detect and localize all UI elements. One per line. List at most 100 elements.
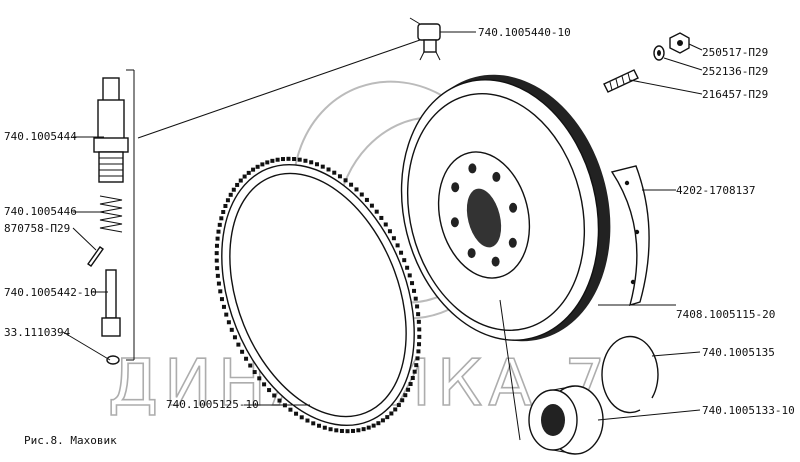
gear-tooth xyxy=(305,418,310,423)
gear-tooth xyxy=(311,421,316,426)
label-washer: 252136-П29 xyxy=(702,65,768,78)
label-sensor: 740.1005440-10 xyxy=(478,26,571,39)
gear-tooth xyxy=(255,164,260,169)
gear-tooth xyxy=(416,349,421,354)
gear-tooth xyxy=(251,167,256,172)
gear-tooth xyxy=(231,187,236,192)
gear-tooth xyxy=(415,304,420,309)
gear-tooth xyxy=(395,243,400,248)
gear-tooth xyxy=(334,428,339,433)
gear-tooth xyxy=(297,157,302,162)
gear-tooth xyxy=(292,157,297,162)
gear-tooth xyxy=(221,210,226,215)
snap-ring xyxy=(601,335,659,414)
gear-tooth xyxy=(246,170,251,175)
gear-tooth xyxy=(225,198,230,203)
gear-tooth xyxy=(214,243,219,248)
gear-tooth xyxy=(405,265,410,270)
gear-tooth xyxy=(214,251,219,256)
gear-tooth xyxy=(270,158,275,163)
bearing xyxy=(528,385,604,455)
gear-tooth xyxy=(402,258,407,263)
gear-tooth xyxy=(396,403,401,408)
gear-tooth xyxy=(219,216,224,221)
gear-tooth xyxy=(417,327,422,332)
gear-tooth xyxy=(410,375,415,380)
ring-gear xyxy=(214,156,422,434)
gear-tooth xyxy=(240,349,245,354)
gear-tooth xyxy=(223,203,228,208)
gear-tooth xyxy=(244,356,249,361)
label-flywheel: 7408.1005115-20 xyxy=(676,308,775,321)
leader-lines xyxy=(62,31,703,441)
bolt-hole xyxy=(468,163,477,174)
label-rod: 740.1005442-10 xyxy=(4,286,97,299)
label-pin: 870758-П29 xyxy=(4,222,70,235)
gear-tooth xyxy=(400,398,405,403)
gear-tooth xyxy=(265,160,270,165)
gear-tooth xyxy=(226,320,231,325)
gear-tooth xyxy=(248,363,253,368)
gear-tooth xyxy=(322,425,327,430)
gear-tooth xyxy=(416,319,421,324)
gear-tooth xyxy=(309,160,314,165)
label-segment: 4202-1708137 xyxy=(676,184,755,197)
gear-tooth xyxy=(417,334,422,339)
gear-tooth xyxy=(371,423,376,428)
gear-tooth xyxy=(217,222,222,227)
label-snap-ring: 740.1005135 xyxy=(702,346,775,359)
gear-tooth xyxy=(407,273,412,278)
gear-tooth xyxy=(216,281,221,286)
label-ring-gear: 740.1005125-10 xyxy=(166,398,259,411)
gear-tooth xyxy=(257,376,262,381)
gear-tooth xyxy=(236,342,241,347)
gear-tooth xyxy=(349,182,354,187)
gear-tooth xyxy=(320,164,325,169)
label-spring: 740.1005446 xyxy=(4,205,77,218)
gear-tooth xyxy=(216,229,221,234)
gear-tooth xyxy=(317,423,322,428)
gear-tooth xyxy=(399,250,404,255)
gear-tooth xyxy=(286,156,291,161)
gear-tooth xyxy=(267,388,272,393)
part-labels: 740.1005440-10 250517-П29 252136-П29 216… xyxy=(4,26,795,447)
flywheel-bolt-holes xyxy=(450,163,518,267)
gear-tooth xyxy=(326,167,331,172)
gear-tooth xyxy=(361,427,366,432)
gear-tooth xyxy=(277,398,282,403)
gear-tooth xyxy=(416,312,421,317)
gear-tooth xyxy=(366,425,371,430)
label-stud: 216457-П29 xyxy=(702,88,768,101)
gear-tooth xyxy=(356,428,361,433)
bolt-hole xyxy=(467,248,476,259)
bolt-hole xyxy=(491,256,500,267)
gear-tooth xyxy=(275,157,280,162)
gear-tooth xyxy=(345,429,350,434)
gear-tooth xyxy=(238,178,243,183)
gear-tooth xyxy=(260,162,265,167)
segment-plate xyxy=(610,165,650,307)
gear-tooth xyxy=(406,387,411,392)
gear-tooth xyxy=(380,418,385,423)
gear-tooth xyxy=(252,370,257,375)
gear-tooth xyxy=(376,421,381,426)
gear-tooth xyxy=(224,312,229,317)
gear-tooth xyxy=(412,288,417,293)
gear-tooth xyxy=(328,427,333,432)
label-shaft: 740.1005444 xyxy=(4,130,77,143)
gear-tooth xyxy=(339,428,344,433)
flywheel xyxy=(400,74,611,342)
gear-tooth xyxy=(314,162,319,167)
gear-tooth xyxy=(383,222,388,227)
gear-tooth xyxy=(415,356,420,361)
spring xyxy=(99,195,123,233)
gear-tooth xyxy=(364,197,369,202)
gear-tooth xyxy=(369,203,374,208)
gear-tooth xyxy=(391,236,396,241)
gear-tooth xyxy=(215,273,220,278)
gear-tooth xyxy=(414,363,419,368)
gear-tooth xyxy=(351,428,356,433)
gear-tooth xyxy=(343,178,348,183)
gear-tooth xyxy=(408,382,413,387)
